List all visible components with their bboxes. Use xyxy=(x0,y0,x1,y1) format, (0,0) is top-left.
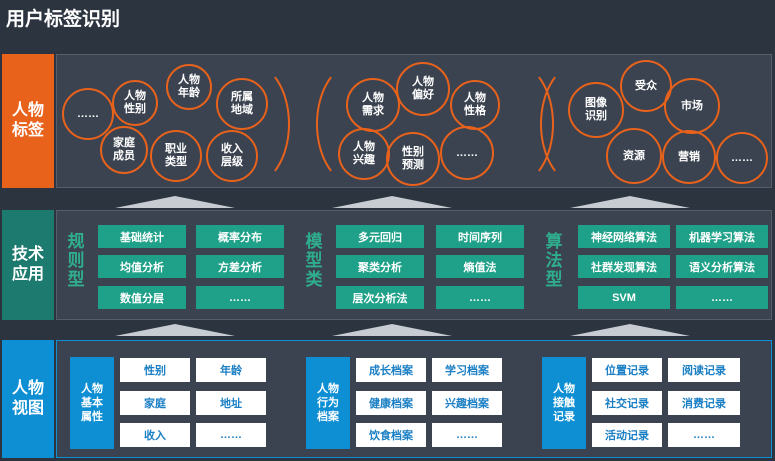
view-item: 性别 xyxy=(120,358,190,382)
tech-item: 时间序列 xyxy=(436,225,524,248)
tech-item: 层次分析法 xyxy=(336,286,424,309)
view-item: 健康档案 xyxy=(356,391,426,415)
tech-item: 机器学习算法 xyxy=(676,225,768,248)
tag-circle: …… xyxy=(440,126,494,180)
tag-circle: …… xyxy=(716,132,768,184)
page-title: 用户标签识别 xyxy=(6,9,121,30)
tech-item: 神经网络算法 xyxy=(578,225,670,248)
tech-item: 社群发现算法 xyxy=(578,255,670,278)
tag-circle: 营销 xyxy=(662,130,716,184)
view-item: 消费记录 xyxy=(668,391,740,415)
view-group-label: 人物基本属性 xyxy=(70,357,114,449)
view-item: 活动记录 xyxy=(592,423,662,447)
tag-circle: 性别预测 xyxy=(386,132,440,186)
view-item: 饮食档案 xyxy=(356,423,426,447)
tech-item: 聚类分析 xyxy=(336,255,424,278)
view-item: 学习档案 xyxy=(432,358,502,382)
tag-circle: 家庭成员 xyxy=(100,126,148,174)
tag-circle: 人物兴趣 xyxy=(338,128,390,180)
tech-item: …… xyxy=(196,286,284,309)
tech-item: …… xyxy=(676,286,768,309)
tech-item: 方差分析 xyxy=(196,255,284,278)
tech-item: 熵值法 xyxy=(436,255,524,278)
tech-item: 基础统计 xyxy=(98,225,186,248)
arrow-up-icon xyxy=(332,196,452,208)
view-item: 阅读记录 xyxy=(668,358,740,382)
view-group-label: 人物行为档案 xyxy=(306,357,350,449)
tags-row-label: 人物标签 xyxy=(2,54,54,188)
view-item: 年龄 xyxy=(196,358,266,382)
tech-item: 概率分布 xyxy=(196,225,284,248)
tag-circle: 市场 xyxy=(664,78,720,134)
bracket-right xyxy=(210,62,290,186)
view-item: …… xyxy=(196,423,266,447)
view-item: …… xyxy=(668,423,740,447)
tech-item: 均值分析 xyxy=(98,255,186,278)
tech-group-label: 规则型 xyxy=(67,232,85,289)
tag-circle: 人物偏好 xyxy=(396,62,450,116)
tech-item: 多元回归 xyxy=(336,225,424,248)
arrow-up-icon xyxy=(570,324,690,336)
view-item: 成长档案 xyxy=(356,358,426,382)
tag-circle: 职业类型 xyxy=(150,130,202,182)
view-row-label: 人物视图 xyxy=(2,340,54,458)
view-item: 兴趣档案 xyxy=(432,391,502,415)
tag-circle: 人物性别 xyxy=(112,80,158,126)
tech-item: …… xyxy=(436,286,524,309)
tech-group-label: 模型类 xyxy=(305,232,323,289)
tag-circle: 图像识别 xyxy=(568,82,624,138)
tag-circle: 人物年龄 xyxy=(166,64,212,110)
view-item: …… xyxy=(432,423,502,447)
tag-circle: 人物性格 xyxy=(450,80,500,130)
tag-circle: 所属地域 xyxy=(216,78,268,130)
tag-circle: 人物需求 xyxy=(346,78,400,132)
tag-circle: 收入层级 xyxy=(206,130,258,182)
view-item: 收入 xyxy=(120,423,190,447)
view-item: 社交记录 xyxy=(592,391,662,415)
view-item: 位置记录 xyxy=(592,358,662,382)
view-item: 家庭 xyxy=(120,391,190,415)
bracket-left xyxy=(540,62,620,186)
arrow-up-icon xyxy=(115,196,235,208)
tag-circle: …… xyxy=(62,88,114,140)
view-item: 地址 xyxy=(196,391,266,415)
bracket-left xyxy=(316,62,396,186)
tech-item: 语义分析算法 xyxy=(676,255,768,278)
arrow-up-icon xyxy=(332,324,452,336)
tech-group-label: 算法型 xyxy=(545,232,563,289)
arrow-up-icon xyxy=(570,196,690,208)
view-group-label: 人物接触记录 xyxy=(542,357,586,449)
tech-item: 数值分层 xyxy=(98,286,186,309)
tag-circle: 资源 xyxy=(606,128,662,184)
tech-item: SVM xyxy=(578,286,670,309)
tech-row-label: 技术应用 xyxy=(2,210,54,320)
arrow-up-icon xyxy=(115,324,235,336)
